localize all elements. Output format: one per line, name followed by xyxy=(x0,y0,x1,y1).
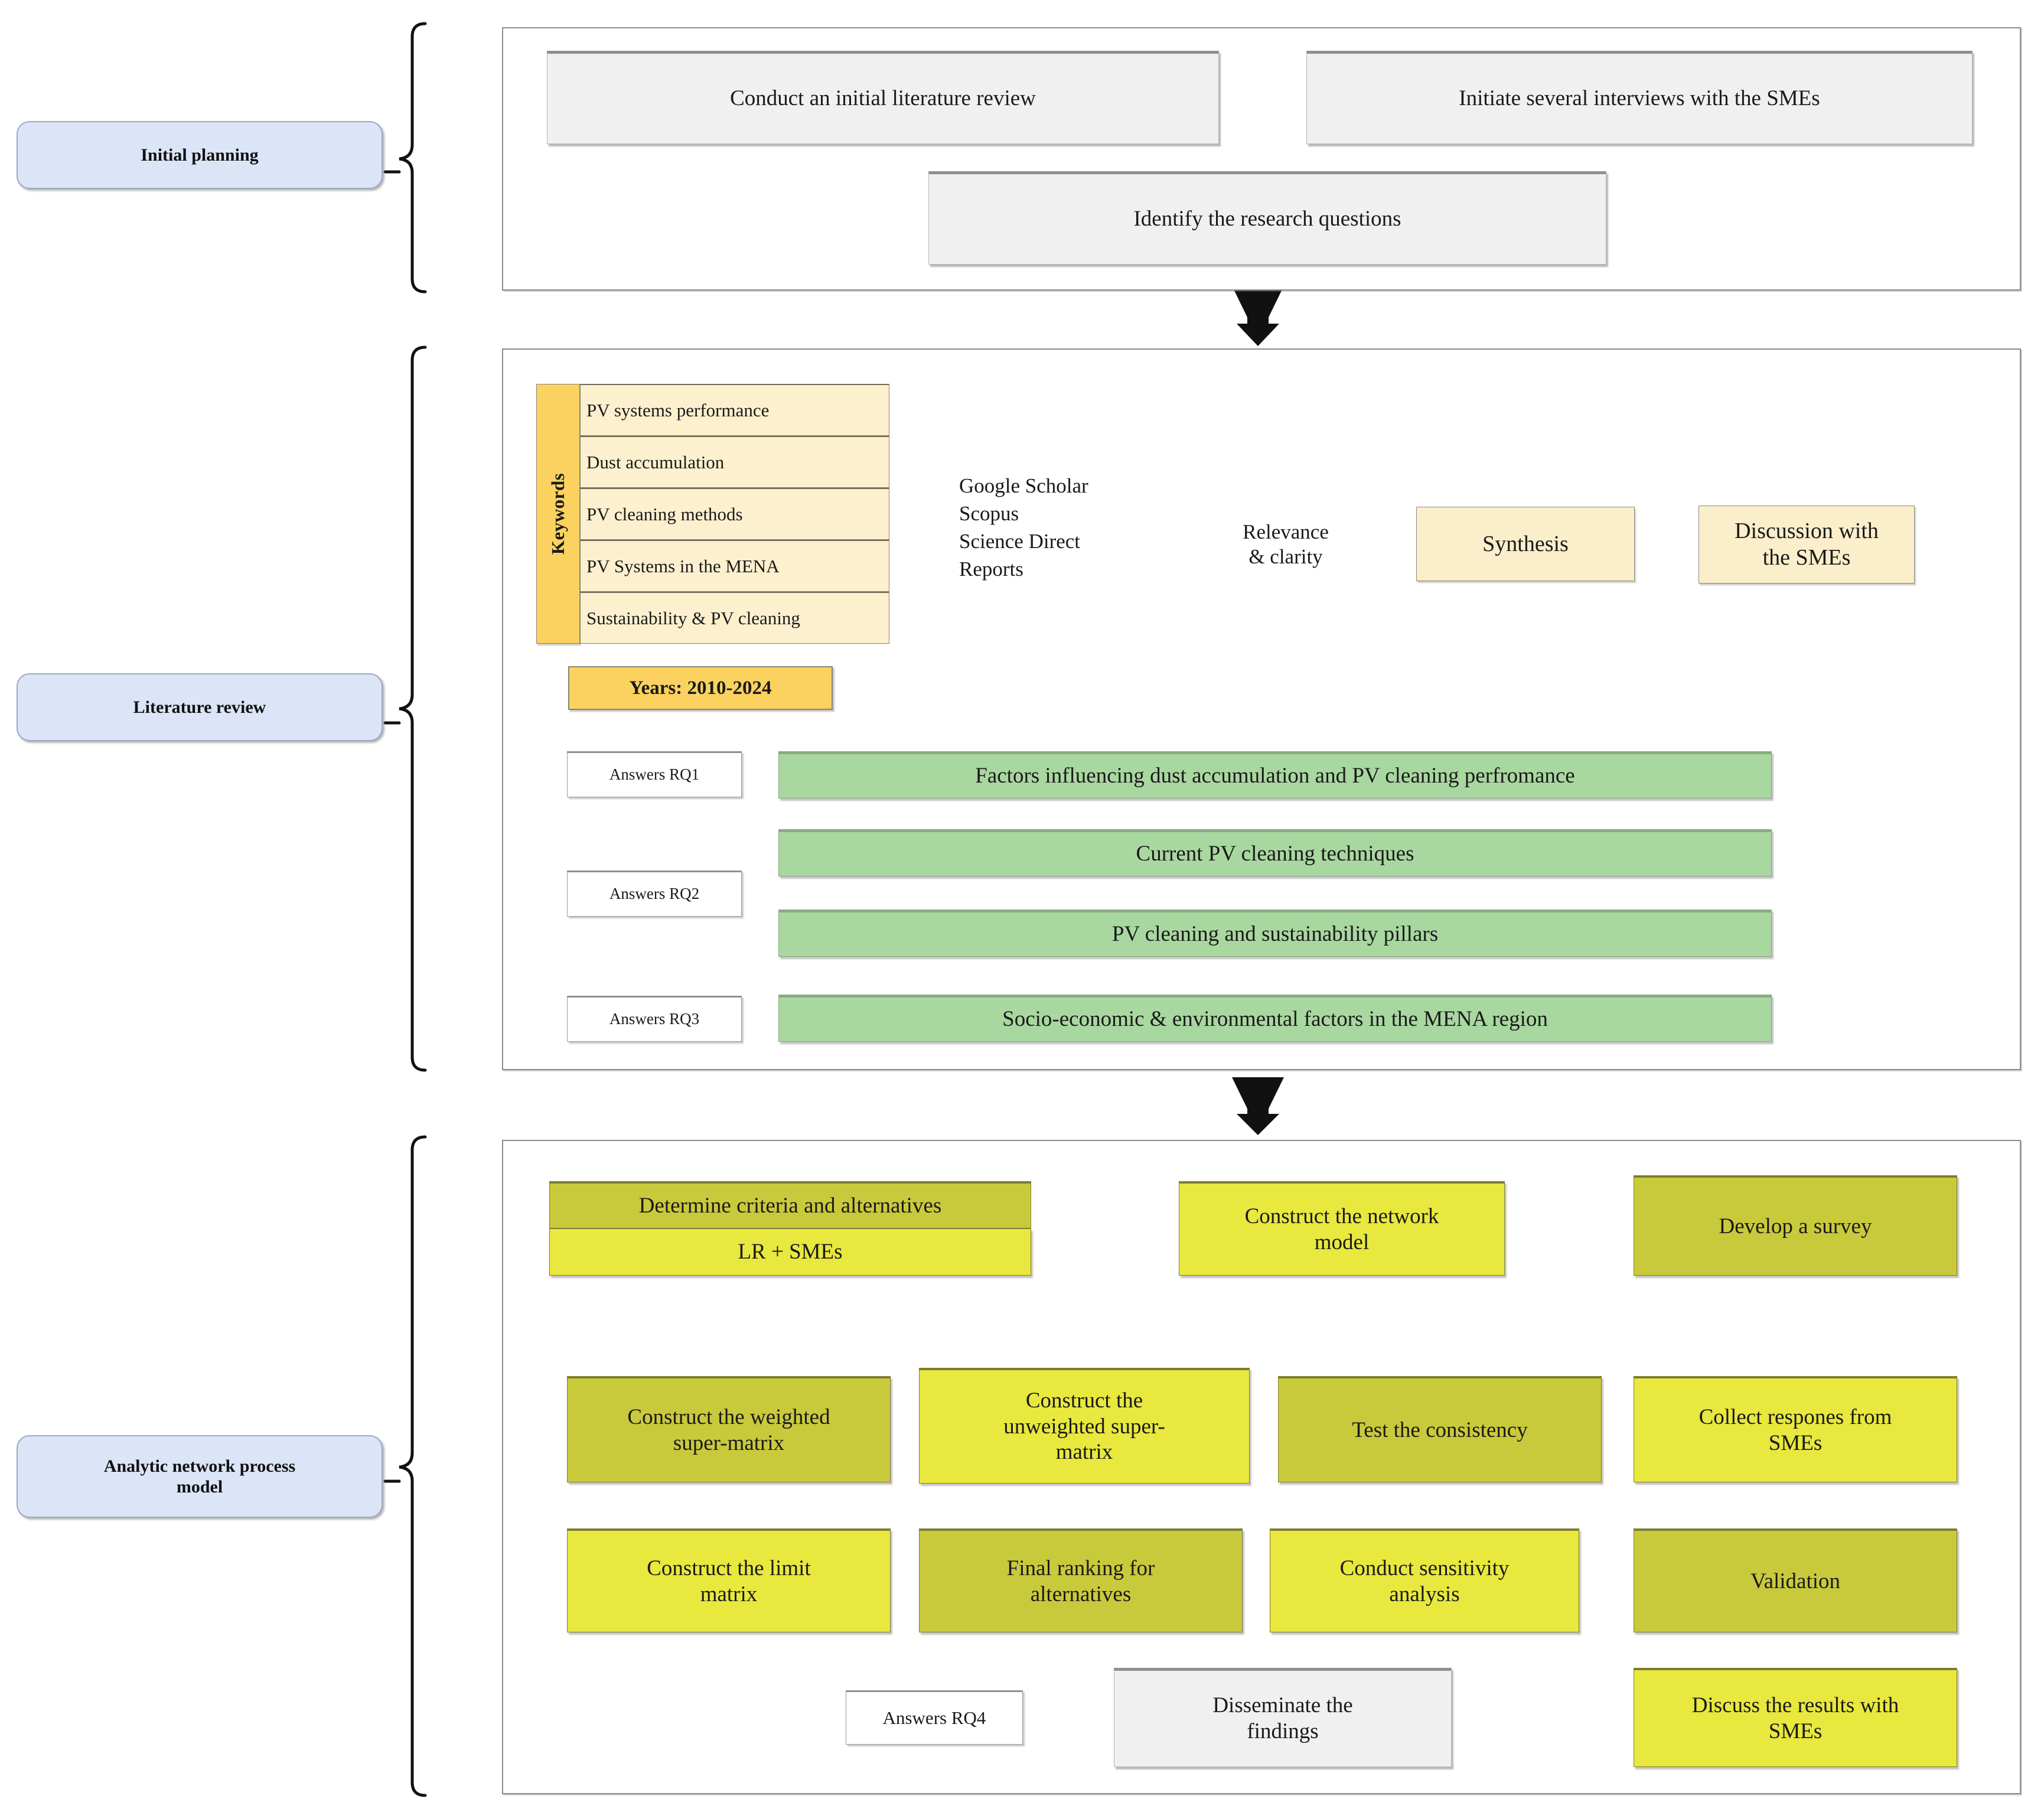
finding-box-2[interactable]: Current PV cleaning techniques xyxy=(778,829,1772,876)
funnel-label-line1: Relevance xyxy=(1243,520,1329,543)
answer-box-rq1: Answers RQ1 xyxy=(567,751,742,797)
source-reports: Reports xyxy=(959,557,1023,581)
finding-box-4[interactable]: Socio-economic & environmental factors i… xyxy=(778,995,1772,1042)
answer-box-rq3: Answers RQ3 xyxy=(567,996,742,1042)
box-collect-responses-smes[interactable]: Collect respones from SMEs xyxy=(1634,1376,1957,1482)
box-construct-weighted-supermatrix[interactable]: Construct the weighted super-matrix xyxy=(567,1376,891,1482)
keyword-row-4: PV Systems in the MENA xyxy=(580,540,889,592)
box-initiate-interviews-smes[interactable]: Initiate several interviews with the SME… xyxy=(1306,51,1973,144)
keyword-row-3: PV cleaning methods xyxy=(580,488,889,540)
stage-label-initial-planning: Initial planning xyxy=(17,121,383,189)
keyword-row-5: Sustainability & PV cleaning xyxy=(580,592,889,644)
keyword-row-1: PV systems performance xyxy=(580,384,889,436)
source-google-scholar: Google Scholar xyxy=(959,474,1088,497)
keywords-tab-label: Keywords xyxy=(547,472,569,555)
box-construct-unweighted-supermatrix[interactable]: Construct the unweighted super- matrix xyxy=(919,1368,1250,1484)
finding-box-1[interactable]: Factors influencing dust accumulation an… xyxy=(778,751,1772,798)
sources-list: Google Scholar Scopus Science Direct Rep… xyxy=(959,472,1172,584)
box-disseminate-findings[interactable]: Disseminate the findings xyxy=(1114,1668,1452,1767)
box-conduct-initial-literature-review[interactable]: Conduct an initial literature review xyxy=(547,51,1219,144)
source-scopus: Scopus xyxy=(959,501,1019,525)
box-discussion-with-smes[interactable]: Discussion with the SMEs xyxy=(1699,506,1915,584)
finding-box-3[interactable]: PV cleaning and sustainability pillars xyxy=(778,910,1772,957)
source-science-direct: Science Direct xyxy=(959,529,1081,553)
box-determine-criteria-top[interactable]: Determine criteria and alternatives xyxy=(549,1181,1031,1228)
answer-box-rq4: Answers RQ4 xyxy=(846,1690,1023,1745)
stage-label-literature-review: Literature review xyxy=(17,673,383,741)
box-test-consistency[interactable]: Test the consistency xyxy=(1278,1376,1602,1482)
box-construct-network-model[interactable]: Construct the network model xyxy=(1179,1181,1505,1276)
box-discuss-results-smes[interactable]: Discuss the results with SMEs xyxy=(1634,1668,1957,1767)
stage-label-anp-model: Analytic network process model xyxy=(17,1435,383,1518)
box-validation[interactable]: Validation xyxy=(1634,1528,1957,1632)
box-final-ranking-alternatives[interactable]: Final ranking for alternatives xyxy=(919,1528,1243,1632)
answer-box-rq2: Answers RQ2 xyxy=(567,871,742,917)
keyword-row-2: Dust accumulation xyxy=(580,436,889,488)
box-identify-research-questions[interactable]: Identify the research questions xyxy=(928,171,1606,265)
box-synthesis[interactable]: Synthesis xyxy=(1416,507,1635,581)
box-conduct-sensitivity-analysis[interactable]: Conduct sensitivity analysis xyxy=(1270,1528,1579,1632)
box-determine-criteria-bottom[interactable]: LR + SMEs xyxy=(549,1228,1031,1276)
box-develop-survey[interactable]: Develop a survey xyxy=(1634,1175,1957,1276)
years-range-box: Years: 2010-2024 xyxy=(568,666,833,710)
funnel-label-line2: & clarity xyxy=(1248,545,1323,568)
box-construct-limit-matrix[interactable]: Construct the limit matrix xyxy=(567,1528,891,1632)
keywords-tab: Keywords xyxy=(536,384,580,644)
funnel-label: Relevance & clarity xyxy=(1218,520,1354,569)
